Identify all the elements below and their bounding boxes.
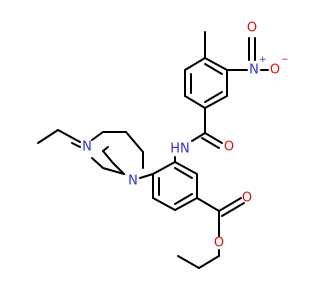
bond [184,95,206,109]
bond [112,162,125,175]
oxygen-ester-carbonyl-label: O [242,191,252,206]
bond [174,167,193,179]
bond [71,142,81,148]
bond [91,131,104,141]
bond [174,197,198,211]
bond [204,91,223,103]
bond [91,157,104,169]
molecule-structure-diagram: N + O − O HN O N N O O [37,21,289,269]
bond [204,95,228,109]
bond [184,57,206,71]
bond [102,167,125,175]
bond [198,255,220,269]
bond [102,146,109,152]
bond [37,129,59,144]
bond [152,161,176,175]
nitrogen-piperazine-top-label: N [82,140,92,155]
bond [57,129,81,143]
charge-label: + [259,55,267,65]
bond [125,131,144,153]
bond [152,197,176,211]
bond [174,193,193,205]
bond [204,132,223,144]
atom-labels: N + O − O HN O N N O O [82,21,288,251]
bond [177,255,200,269]
oxygen-nitro-single-label: O − [270,55,289,78]
nitrogen-nitro-label: N + [249,55,266,78]
bond [201,137,220,149]
bond [204,63,223,75]
bond [102,150,114,164]
bond [221,202,245,217]
bond [196,197,220,212]
nitrogen-amide-label: HN [170,142,190,157]
bonds [37,31,269,269]
bond [174,161,198,175]
atom-label: N [249,63,259,78]
bond [191,132,206,142]
bond [204,57,228,71]
oxygen-nitro-double-label: O [247,21,257,36]
nitrogen-piperazine-bottom-label: N [128,174,138,189]
bond [139,173,154,179]
oxygen-ester-single-label: O [214,236,224,251]
charge-label: − [281,55,289,65]
bond [218,197,242,212]
atom-label: O [270,63,280,78]
oxygen-amide-label: O [224,140,234,155]
